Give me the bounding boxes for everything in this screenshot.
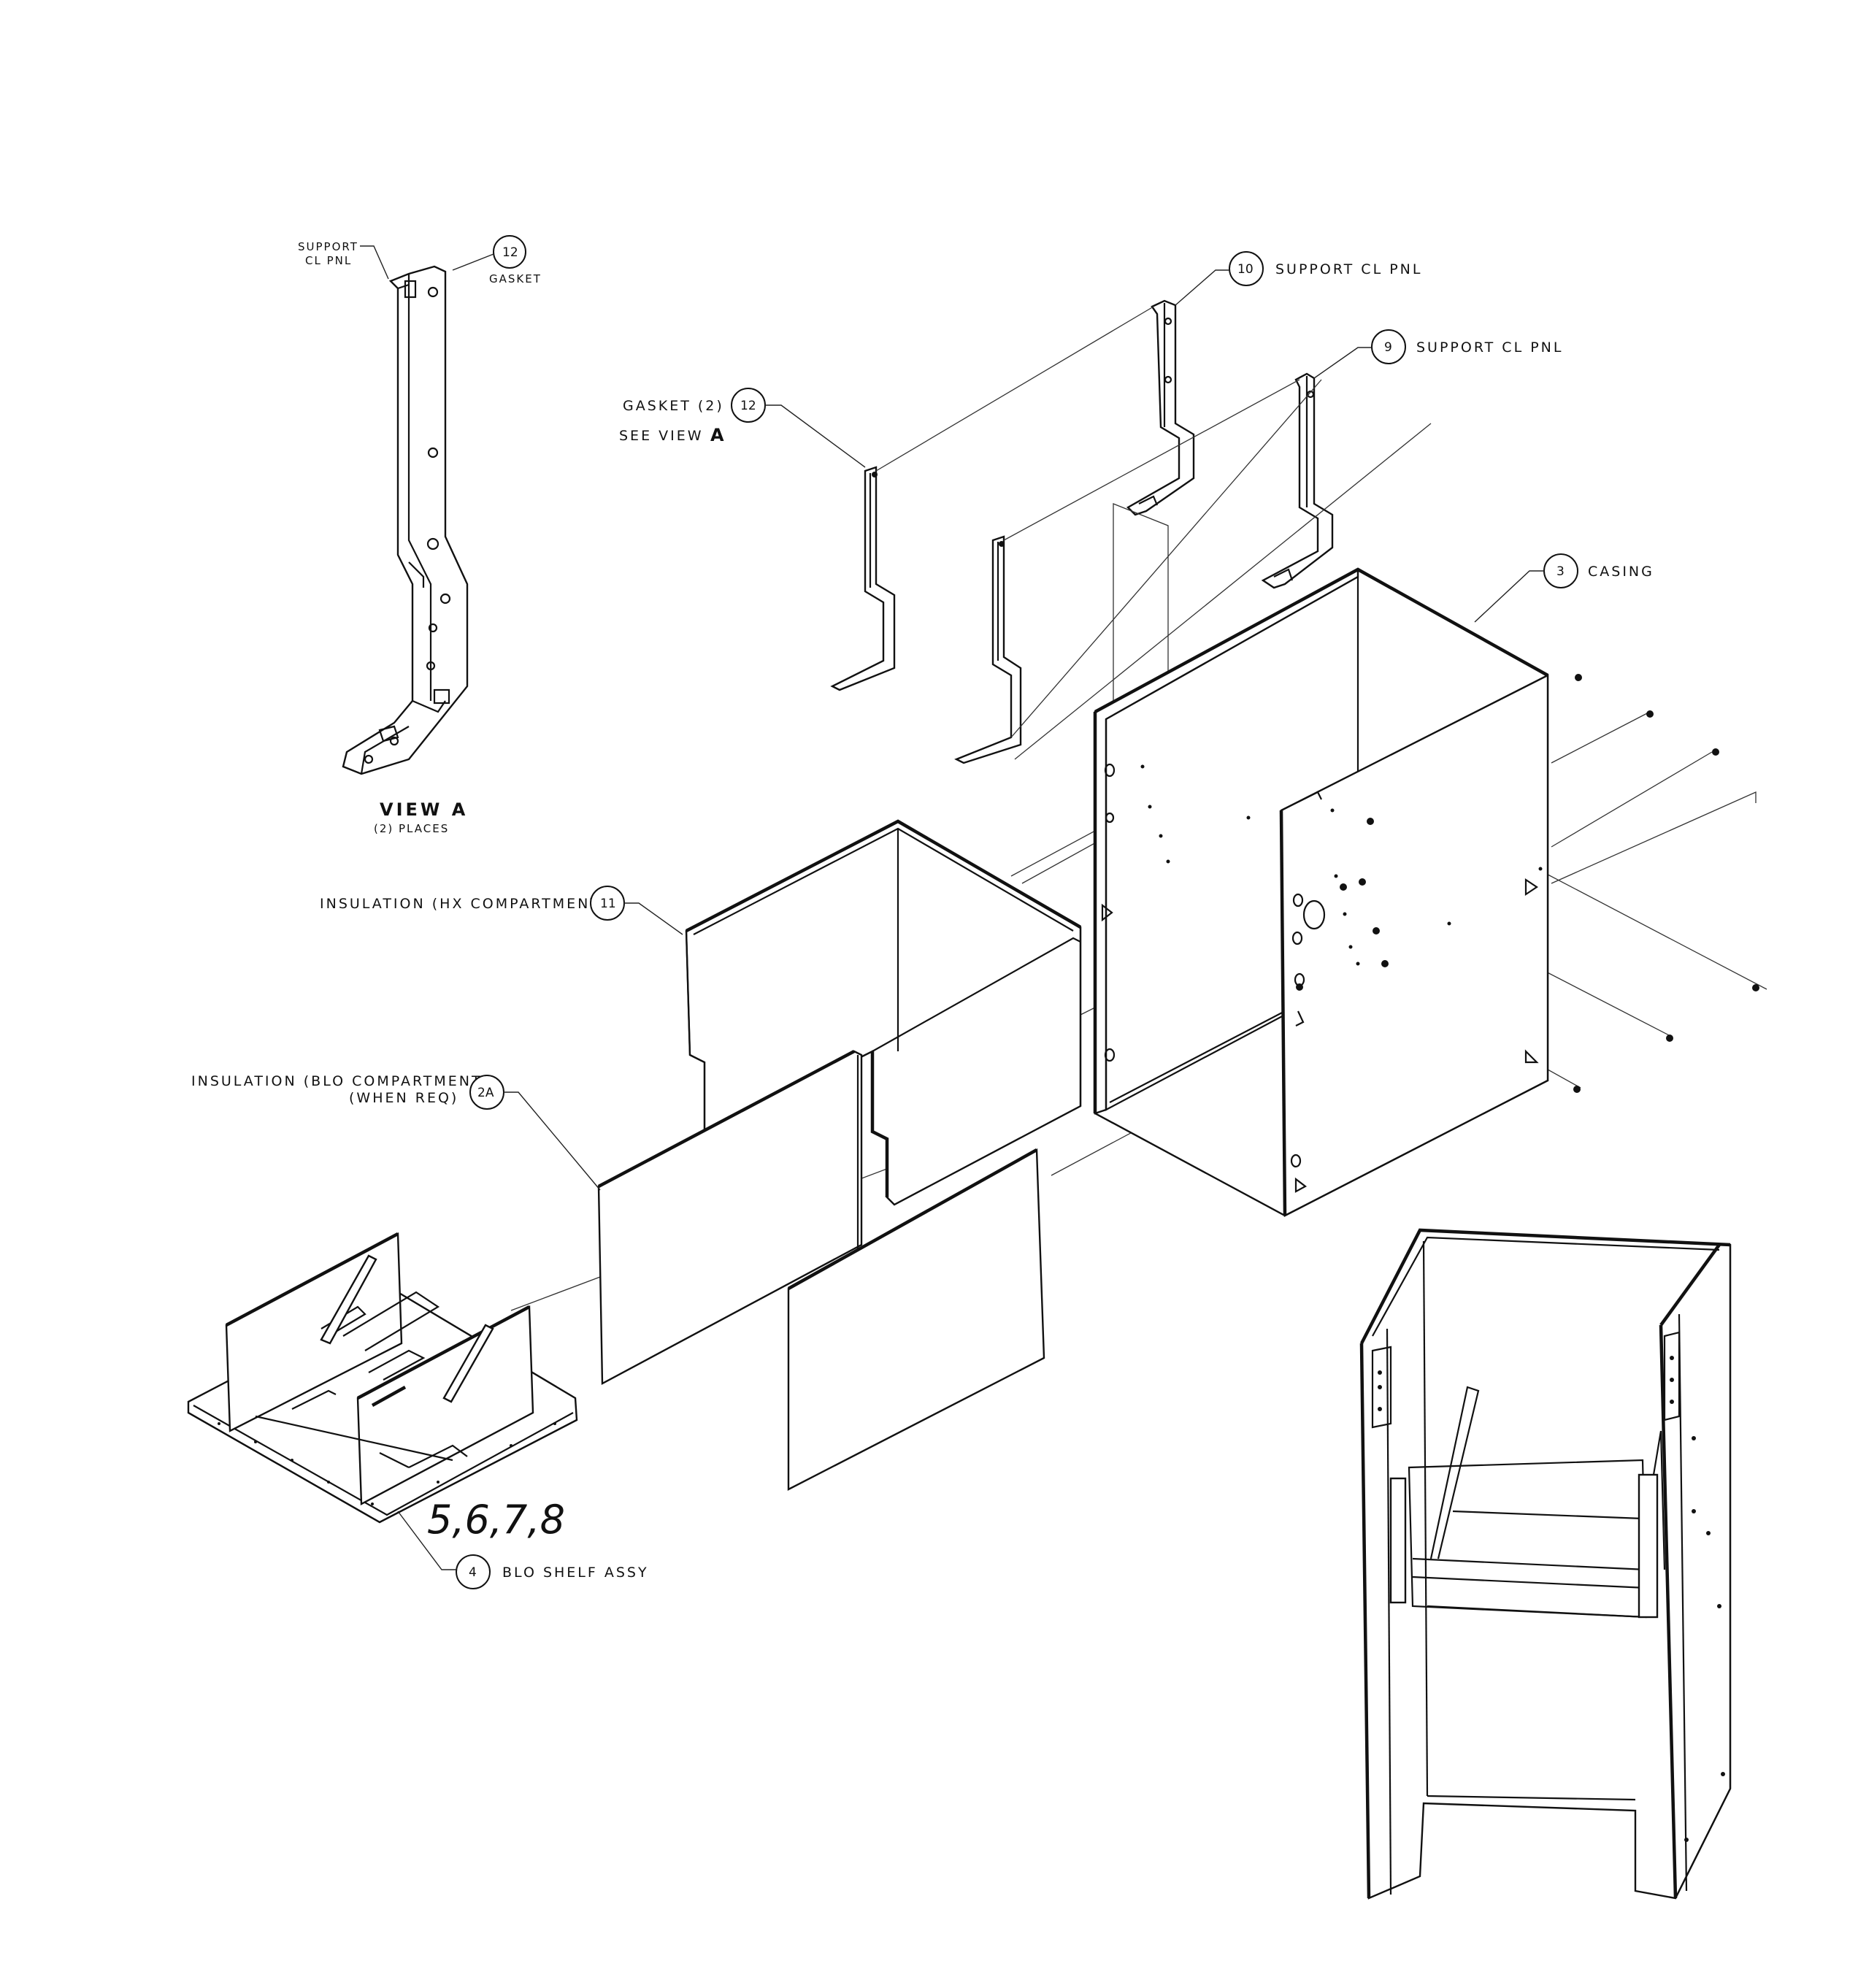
blower-shelf-assembly-part xyxy=(187,1232,578,1524)
support-10-callout-number: 10 xyxy=(1237,262,1254,277)
insulation-blo-callout-number: 2A xyxy=(477,1086,494,1100)
insulation-hx-callout-number: 11 xyxy=(600,897,616,911)
gasket-callout-number: 12 xyxy=(740,399,756,413)
gasket-label: GASKET (2) xyxy=(623,398,724,414)
gasket-bracket-left xyxy=(830,466,896,691)
blower-shelf-label: BLO SHELF ASSY xyxy=(502,1565,649,1581)
support-10-callout-group: 10 SUPPORT CL PNL xyxy=(1175,251,1422,306)
blower-shelf-callout-group: 5,6,7,8 4 BLO SHELF ASSY xyxy=(397,1497,649,1589)
casing-callout-group: 3 CASING xyxy=(1474,553,1654,623)
view-a-gasket-label: GASKET xyxy=(489,272,542,285)
insulation-hx-label: INSULATION (HX COMPARTMENT) xyxy=(320,896,608,912)
insulation-hx-part xyxy=(685,819,1082,1206)
insulation-hx-callout-group: INSULATION (HX COMPARTMENT) 11 xyxy=(320,886,683,935)
handwritten-part-numbers: 5,6,7,8 xyxy=(427,1497,565,1543)
casing-label: CASING xyxy=(1588,564,1654,580)
view-a-support-label-line2: CL PNL xyxy=(305,254,352,267)
assembled-casing-view xyxy=(1359,1228,1732,1900)
insulation-blo-part xyxy=(597,1050,1045,1491)
view-a-callout-12: 12 xyxy=(493,235,526,269)
view-a-detail: SUPPORT CL PNL 12 GASKET VIEW A (2) PLAC… xyxy=(298,235,542,835)
support-cl-panel-10-part xyxy=(1126,299,1195,516)
support-9-callout-group: 9 SUPPORT CL PNL xyxy=(1313,329,1563,379)
casing-exploded xyxy=(1093,567,1759,1217)
insulation-blo-label-line1: INSULATION (BLO COMPARTMENT) xyxy=(191,1073,490,1089)
insulation-blo-label-line2: (WHEN REQ) xyxy=(349,1090,458,1106)
support-9-callout-number: 9 xyxy=(1384,340,1392,355)
support-cl-panel-9-part xyxy=(1261,372,1334,589)
gasket-callout-group: GASKET (2) 12 SEE VIEW A xyxy=(619,388,866,468)
view-a-support-label-line1: SUPPORT xyxy=(298,240,358,253)
svg-text:12: 12 xyxy=(502,245,518,260)
casing-callout-number: 3 xyxy=(1556,564,1565,579)
view-a-title: VIEW A xyxy=(380,799,468,820)
support-10-label: SUPPORT CL PNL xyxy=(1275,261,1422,277)
support-9-label: SUPPORT CL PNL xyxy=(1416,339,1563,356)
see-view-letter: A xyxy=(710,425,727,445)
blower-shelf-callout-number: 4 xyxy=(469,1565,477,1580)
view-a-subtitle: (2) PLACES xyxy=(374,822,449,835)
see-view-label: SEE VIEW xyxy=(619,428,704,444)
gasket-bracket-right xyxy=(954,535,1022,764)
view-a-bracket xyxy=(342,265,469,775)
insulation-blo-callout-group: INSULATION (BLO COMPARTMENT) (WHEN REQ) … xyxy=(191,1073,601,1191)
